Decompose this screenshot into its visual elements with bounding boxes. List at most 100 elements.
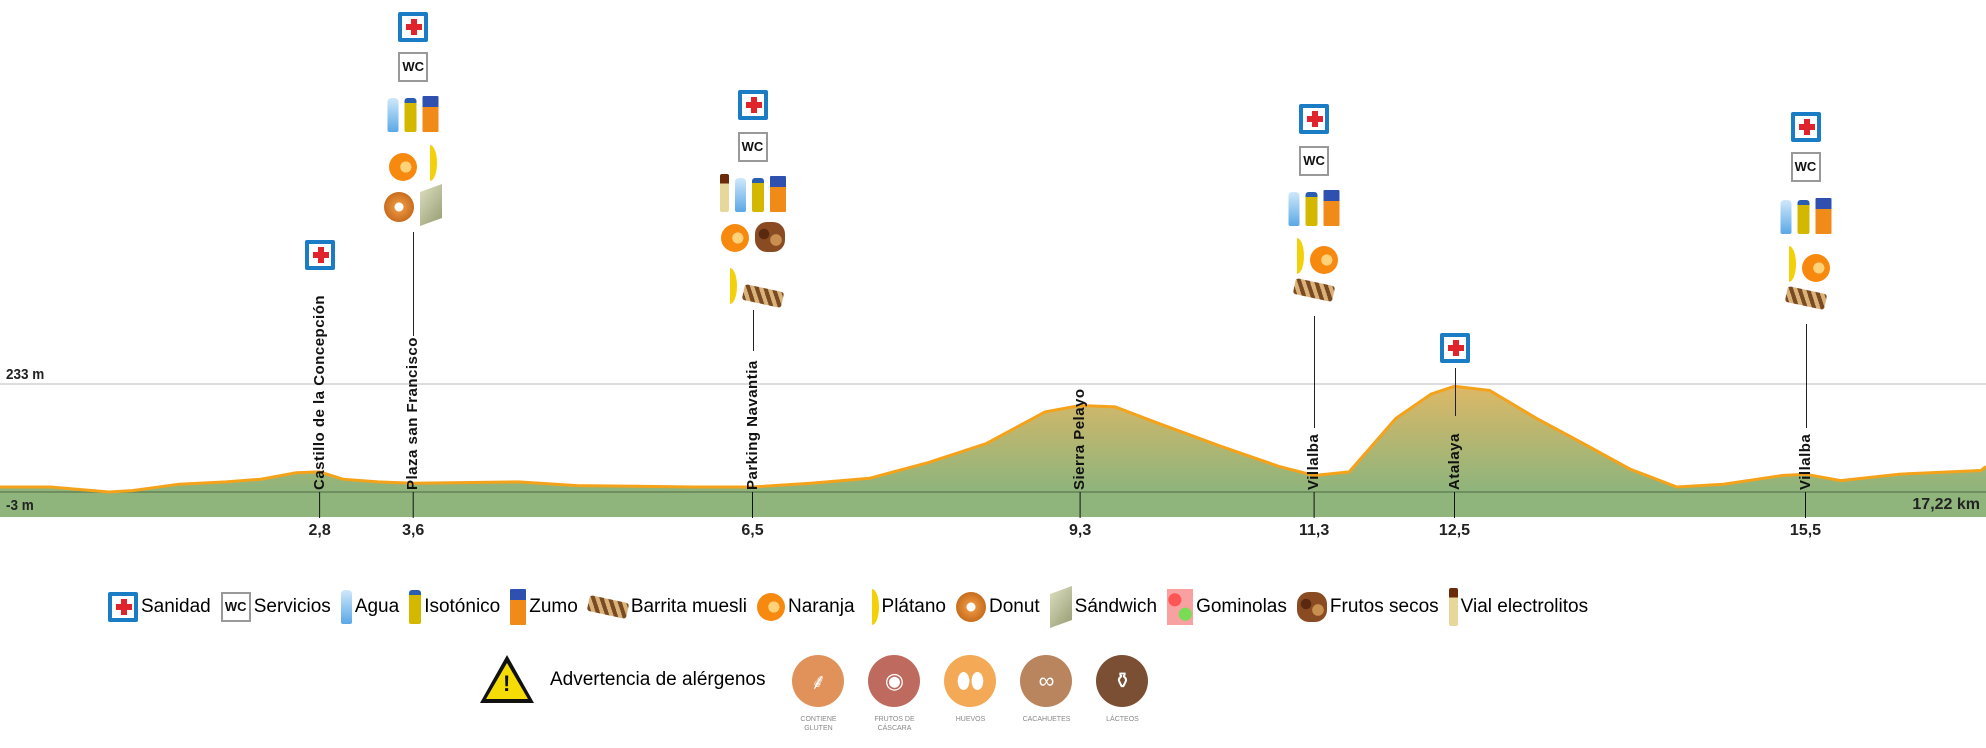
agua-icon bbox=[340, 590, 352, 624]
platano-icon bbox=[1290, 238, 1305, 274]
station-leader-line bbox=[1314, 316, 1316, 428]
km-label: 6,5 bbox=[741, 522, 764, 539]
supply-row bbox=[1288, 190, 1340, 226]
zumo-icon bbox=[422, 96, 439, 132]
legend-label: Sándwich bbox=[1074, 596, 1158, 617]
wc-icon: WC bbox=[220, 592, 251, 622]
supply-row bbox=[737, 90, 768, 120]
sanidad-icon bbox=[304, 240, 335, 270]
y-max-label: 233 m bbox=[6, 366, 45, 383]
station-leader-line bbox=[1454, 368, 1456, 416]
allergen-item: ⬮⬮HUEVOS bbox=[937, 655, 1003, 733]
legend-label: Vial electrolitos bbox=[1460, 596, 1589, 617]
legend-label: Agua bbox=[354, 596, 400, 617]
isotonico-icon bbox=[1305, 192, 1318, 226]
legend-label: Naranja bbox=[787, 596, 855, 617]
station-name: Villalba bbox=[1796, 433, 1814, 490]
legend-label: Gominolas bbox=[1196, 596, 1287, 617]
supply-row: WC bbox=[1790, 152, 1821, 182]
supply-row bbox=[1790, 112, 1821, 142]
allergen-item: ∞CACAHUETES bbox=[1013, 655, 1079, 733]
allergen-item: ◉ FRUTOS DE CÁSCARA bbox=[861, 655, 927, 733]
supply-row bbox=[384, 183, 443, 227]
zumo-icon bbox=[510, 589, 527, 625]
supply-row bbox=[1299, 104, 1330, 134]
agua-icon bbox=[387, 98, 399, 132]
legend-label: Sanidad bbox=[141, 596, 211, 617]
supply-row bbox=[1782, 246, 1830, 282]
donut-icon bbox=[384, 192, 415, 222]
km-label: 15,5 bbox=[1789, 522, 1822, 539]
walnut-icon: ◉ bbox=[868, 655, 921, 707]
zumo-icon bbox=[1323, 190, 1340, 226]
naranja-icon bbox=[1801, 254, 1830, 282]
allergen-legend: Advertencia de alérgenos ⸙CONTIENE GLUTE… bbox=[480, 655, 1165, 733]
station-name: Castillo de la Concepción bbox=[310, 294, 328, 490]
elevation-area bbox=[0, 386, 1986, 492]
station-name: Sierra Pelayo bbox=[1071, 388, 1089, 490]
naranja-icon bbox=[720, 224, 749, 252]
isotonico-icon bbox=[404, 98, 417, 132]
supply-row bbox=[1292, 278, 1336, 302]
station-leader-line bbox=[752, 310, 754, 351]
naranja-icon bbox=[1310, 246, 1339, 274]
agua-icon bbox=[1780, 200, 1791, 234]
frutos-icon bbox=[1296, 592, 1327, 622]
zumo-icon bbox=[769, 176, 786, 212]
agua-icon bbox=[734, 178, 746, 212]
sandwich-icon bbox=[1049, 585, 1072, 629]
legend-label: Donut bbox=[988, 596, 1040, 617]
milk-jug-icon: ⚱ bbox=[1096, 655, 1149, 707]
zumo-icon bbox=[1815, 198, 1831, 234]
agua-icon bbox=[1288, 192, 1300, 226]
legend-item-donut: Donut bbox=[955, 592, 1040, 622]
peanut-icon: ∞ bbox=[1020, 655, 1073, 707]
supply-row bbox=[723, 268, 784, 308]
supply-row: WC bbox=[737, 132, 768, 162]
legend-label: Zumo bbox=[529, 596, 578, 617]
legend-label: Plátano bbox=[881, 596, 946, 617]
km-label: 3,6 bbox=[402, 522, 425, 539]
legend-item-barrita: Barrita muesli bbox=[586, 595, 747, 619]
supply-row bbox=[304, 240, 335, 270]
supply-row bbox=[1290, 238, 1339, 274]
station-name: Atalaya bbox=[1445, 433, 1463, 490]
legend-item-sandwich: Sándwich bbox=[1049, 585, 1158, 629]
elevation-line bbox=[0, 384, 1986, 494]
supply-row bbox=[387, 96, 439, 132]
sanidad-icon bbox=[1299, 104, 1330, 134]
frutos-icon bbox=[754, 222, 785, 252]
wc-icon: WC bbox=[1299, 146, 1330, 176]
legend-item-isotonico: Isotónico bbox=[409, 590, 500, 624]
sanidad-icon bbox=[737, 90, 768, 120]
isotonico-icon bbox=[409, 590, 422, 624]
km-label: 12,5 bbox=[1438, 522, 1471, 539]
allergen-label: FRUTOS DE CÁSCARA bbox=[874, 716, 915, 732]
km-label: 11,3 bbox=[1298, 522, 1330, 539]
wc-icon: WC bbox=[398, 52, 429, 82]
km-label: 9,3 bbox=[1068, 522, 1092, 539]
naranja-icon bbox=[756, 593, 785, 621]
barrita-icon bbox=[586, 595, 630, 619]
wc-icon: WC bbox=[737, 132, 768, 162]
isotonico-icon bbox=[751, 178, 764, 212]
legend-label: Servicios bbox=[253, 596, 331, 617]
supply-row bbox=[1784, 286, 1827, 310]
supply-row bbox=[389, 145, 438, 181]
station-leader-line bbox=[413, 232, 415, 336]
donut-icon bbox=[955, 592, 986, 622]
supply-row bbox=[398, 12, 429, 42]
y-min-label: -3 m bbox=[6, 497, 34, 514]
legend-item-gominolas: Gominolas bbox=[1167, 589, 1287, 625]
station-leader-line bbox=[1805, 324, 1807, 428]
naranja-icon bbox=[389, 153, 418, 181]
sandwich-icon bbox=[420, 183, 443, 227]
vial-icon bbox=[719, 174, 729, 212]
allergen-item: ⚱LÁCTEOS bbox=[1089, 655, 1155, 733]
supply-row bbox=[1780, 198, 1831, 234]
legend-label: Isotónico bbox=[424, 596, 501, 617]
platano-icon bbox=[1782, 246, 1796, 282]
